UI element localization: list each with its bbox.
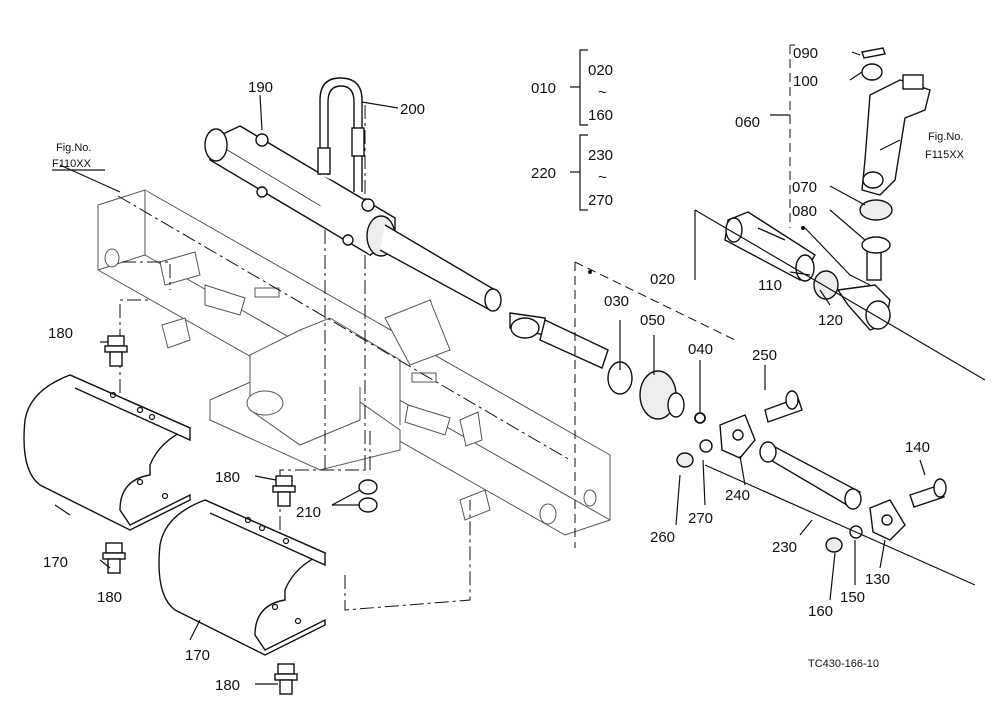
group-box-060 [694, 44, 986, 381]
label-070: 070 [792, 179, 817, 196]
lower-tie-rod [676, 390, 947, 553]
steering-cylinder [204, 125, 502, 312]
svg-text:~: ~ [598, 169, 607, 186]
bolt-180-c [272, 475, 296, 507]
label-140: 140 [905, 439, 930, 456]
label-200: 200 [400, 101, 425, 118]
bracket-220 [570, 134, 588, 211]
group-label-010: 010 020 ~ 160 [531, 62, 613, 124]
guard-left [23, 374, 192, 531]
label-180-c: 180 [215, 469, 240, 486]
leader-lines [54, 51, 926, 685]
svg-text:~: ~ [598, 84, 607, 101]
tie-rod-assembly [509, 312, 706, 424]
figure-ref-f115: Fig.No. F115XX [925, 131, 965, 161]
knuckle-arm [859, 47, 931, 254]
label-240: 240 [725, 487, 750, 504]
bolt-180-b [102, 542, 126, 574]
label-150: 150 [840, 589, 865, 606]
svg-text:Fig.No.: Fig.No. [928, 131, 963, 143]
label-180-d: 180 [215, 677, 240, 694]
tie-rod-end [724, 211, 891, 331]
u-bolt [317, 77, 365, 192]
group-label-220: 220 230 ~ 270 [531, 147, 613, 209]
label-020: 020 [650, 271, 675, 288]
svg-text:160: 160 [588, 107, 613, 124]
bolt-180-d [274, 663, 298, 695]
reference-lines [117, 105, 571, 611]
label-100: 100 [793, 73, 818, 90]
label-080: 080 [792, 203, 817, 220]
label-160: 160 [808, 603, 833, 620]
label-170-b: 170 [185, 647, 210, 664]
label-120: 120 [818, 312, 843, 329]
bolt-180-a [104, 335, 128, 367]
label-030: 030 [604, 293, 629, 310]
label-210: 210 [296, 504, 321, 521]
bracket-010 [570, 49, 588, 126]
group-box-020 [574, 261, 736, 548]
guard-right [158, 499, 327, 656]
drawing-code: TC430-166-10 [808, 658, 879, 670]
label-230: 230 [772, 539, 797, 556]
label-110: 110 [758, 277, 782, 294]
svg-text:020: 020 [588, 62, 613, 79]
svg-text:230: 230 [588, 147, 613, 164]
label-250: 250 [752, 347, 777, 364]
axle-frame [97, 189, 611, 536]
label-190: 190 [248, 79, 273, 96]
label-260: 260 [650, 529, 675, 546]
lower-guide-line [704, 464, 976, 586]
nuts-210 [358, 479, 378, 513]
svg-text:220: 220 [531, 165, 556, 182]
svg-text:Fig.No.: Fig.No. [56, 142, 91, 154]
label-050: 050 [640, 312, 665, 329]
svg-text:F115XX: F115XX [925, 149, 965, 161]
label-270: 270 [688, 510, 713, 527]
label-130: 130 [865, 571, 890, 588]
svg-text:F110XX: F110XX [52, 158, 92, 170]
figure-ref-f110: Fig.No. F110XX [52, 142, 105, 171]
label-180-b: 180 [97, 589, 122, 606]
label-180-a: 180 [48, 325, 73, 342]
svg-text:270: 270 [588, 192, 613, 209]
label-060: 060 [735, 114, 760, 131]
label-170-a: 170 [43, 554, 68, 571]
label-090: 090 [793, 45, 818, 62]
label-040: 040 [688, 341, 713, 358]
svg-text:010: 010 [531, 80, 556, 97]
